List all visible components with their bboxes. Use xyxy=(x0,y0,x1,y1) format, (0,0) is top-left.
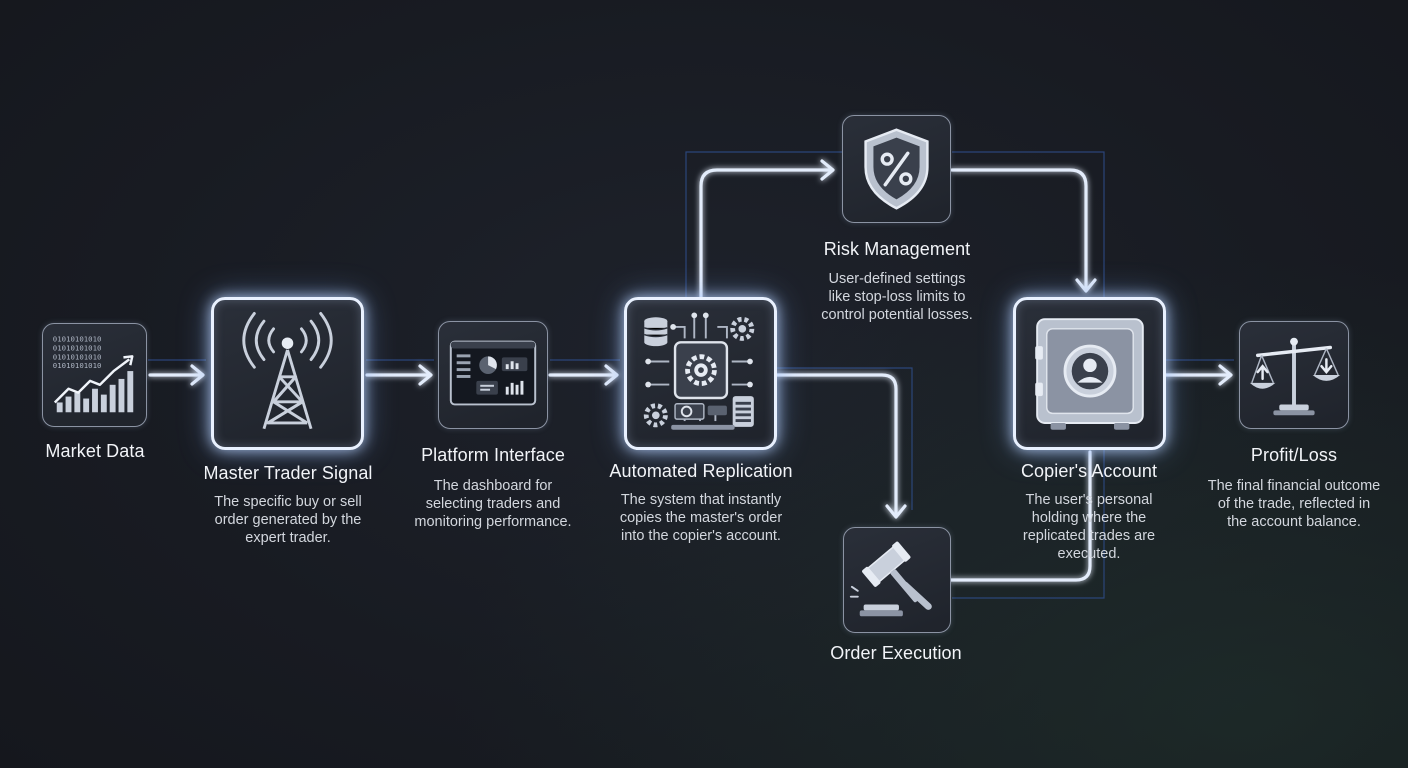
desc-line: replicated trades are xyxy=(1022,528,1156,544)
market-data-node: 01010101010 01010101010 01010101010 0101… xyxy=(42,323,147,427)
background-tracks xyxy=(148,151,1234,599)
platform-interface-node xyxy=(438,321,548,429)
automated-replication-title: Automated Replication xyxy=(609,461,793,481)
desc-line: The dashboard for xyxy=(433,478,553,494)
copiers-account-node xyxy=(1013,297,1166,450)
arrow-execution-to-copier xyxy=(948,450,1092,582)
replication-engine-icon xyxy=(643,312,755,430)
desc-line: like stop-loss limits to xyxy=(828,289,966,305)
desc-line: User-defined settings xyxy=(828,271,966,287)
binary-line: 01010101010 xyxy=(53,335,102,344)
market-data-title: Market Data xyxy=(45,441,145,461)
desc-line: The specific buy or sell xyxy=(214,494,362,510)
desc-line: holding where the xyxy=(1031,510,1147,526)
profit-loss-title: Profit/Loss xyxy=(1250,445,1338,465)
desc-line: selecting traders and xyxy=(425,496,561,512)
balance-scale-icon xyxy=(1249,337,1341,416)
desc-line: The final financial outcome xyxy=(1207,478,1381,494)
binary-line: 01010101010 xyxy=(53,352,102,361)
binary-line: 01010101010 xyxy=(53,361,102,370)
safe-vault-icon xyxy=(1035,318,1144,430)
master-trader-signal-title: Master Trader Signal xyxy=(203,463,373,483)
profit-loss-desc: The final financial outcome of the trade… xyxy=(1194,477,1394,531)
desc-line: the account balance. xyxy=(1227,514,1361,530)
automated-replication-node xyxy=(624,297,777,450)
risk-management-title: Risk Management xyxy=(823,239,971,259)
gavel-icon xyxy=(849,541,932,617)
arrow-replication-to-risk xyxy=(699,168,834,299)
copiers-account-title: Copier's Account xyxy=(1020,461,1158,481)
chart-icon: 01010101010 01010101010 01010101010 0101… xyxy=(53,335,134,413)
binary-line: 01010101010 xyxy=(53,343,102,352)
desc-line: The system that instantly xyxy=(620,492,782,508)
risk-management-desc: User-defined settings like stop-loss lim… xyxy=(797,270,997,324)
desc-line: of the trade, reflected in xyxy=(1217,496,1371,512)
desc-line: order generated by the xyxy=(214,512,362,528)
desc-line: expert trader. xyxy=(245,530,331,546)
automated-replication-desc: The system that instantly copies the mas… xyxy=(601,491,801,545)
desc-line: monitoring performance. xyxy=(414,514,572,530)
dashboard-icon xyxy=(449,340,537,406)
master-trader-signal-node xyxy=(211,297,364,450)
platform-interface-desc: The dashboard for selecting traders and … xyxy=(398,477,588,531)
arrow-replication-to-execution xyxy=(775,373,898,518)
copiers-account-desc: The user's personal holding where the re… xyxy=(999,491,1179,563)
risk-management-node xyxy=(842,115,951,223)
platform-interface-title: Platform Interface xyxy=(421,445,565,465)
glow-arrows xyxy=(148,159,1233,582)
desc-line: The user's personal xyxy=(1025,492,1153,508)
desc-line: copies the master's order xyxy=(619,510,783,526)
order-execution-title: Order Execution xyxy=(830,643,962,663)
desc-line: control potential losses. xyxy=(821,307,973,323)
desc-line: executed. xyxy=(1057,546,1121,562)
master-trader-signal-desc: The specific buy or sell order generated… xyxy=(193,493,383,547)
antenna-tower-icon xyxy=(242,312,333,430)
arrow-risk-to-copier xyxy=(950,168,1088,292)
profit-loss-node xyxy=(1239,321,1349,429)
shield-percent-icon xyxy=(864,128,929,210)
order-execution-node xyxy=(843,527,951,633)
desc-line: into the copier's account. xyxy=(621,528,781,544)
